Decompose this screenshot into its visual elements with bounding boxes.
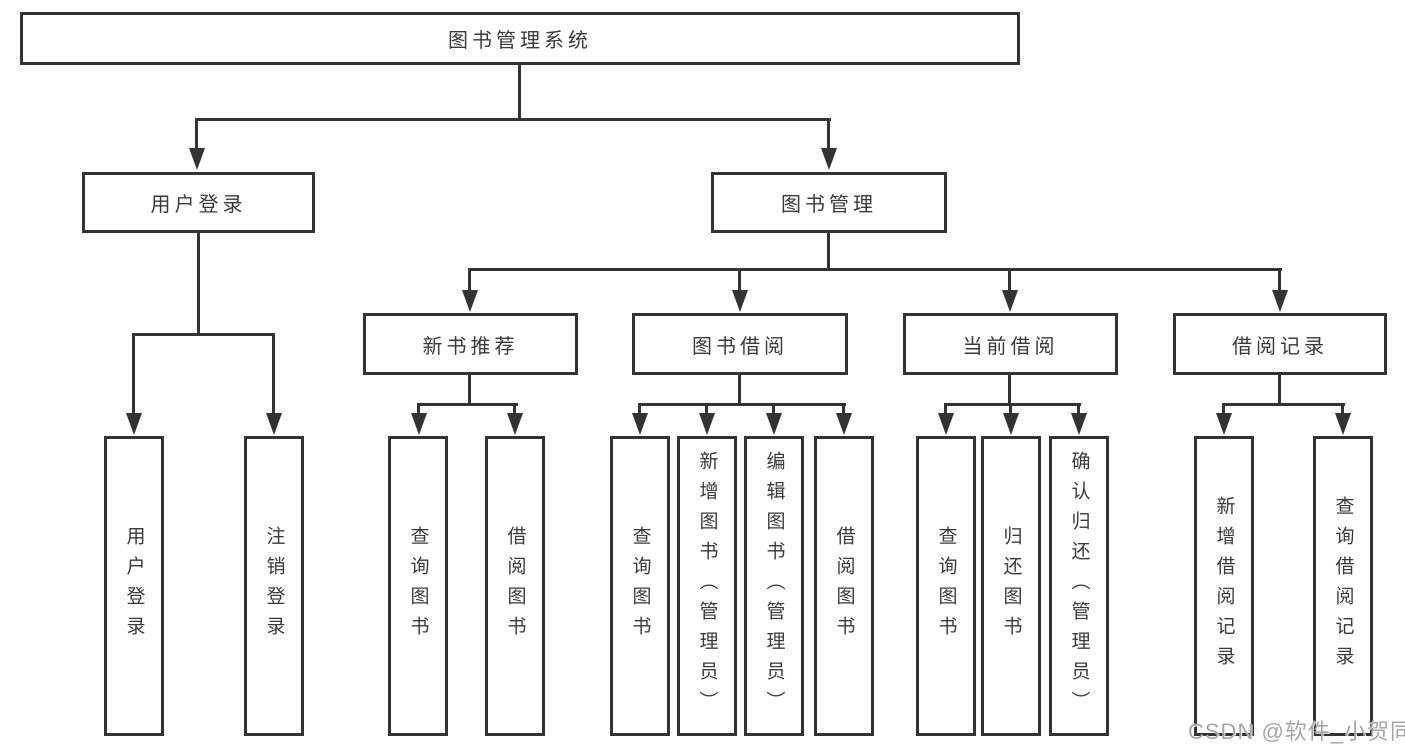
arrow-down-icon (266, 413, 282, 435)
arrow-down-icon (411, 413, 427, 435)
connector-drop-leaf (638, 403, 641, 415)
node-new-book-recommendation: 新书推荐 (363, 313, 578, 375)
connector-drop-leaf (132, 333, 135, 415)
node-label: 注销登录 (263, 526, 285, 646)
connector-drop-leaf (1222, 403, 1225, 415)
node-label: 查询图书 (407, 526, 429, 646)
arrow-down-icon (821, 148, 837, 170)
connector-book-borrowing-rail (638, 403, 846, 406)
connector-current-borrowing-rail (944, 403, 1081, 406)
connector-drop-leaf (842, 403, 845, 415)
connector-drop-leaf (772, 403, 775, 415)
arrow-down-icon (766, 413, 782, 435)
connector-drop-leaf (1341, 403, 1344, 415)
node-label: 图书管理 (781, 194, 877, 216)
leaf-add-book-admin: 新增图书（管理员） (677, 436, 737, 736)
connector-drop-leaf (944, 403, 947, 415)
node-label: 新增图书（管理员） (696, 451, 718, 721)
connector-book-management-rail (468, 268, 1282, 271)
connector-drop-book-management (827, 118, 830, 150)
node-borrowing-records: 借阅记录 (1173, 313, 1387, 375)
node-label: 新增借阅记录 (1213, 496, 1235, 676)
node-label: 确认归还（管理员） (1068, 451, 1090, 721)
arrow-down-icon (1216, 413, 1232, 435)
node-label: 借阅记录 (1232, 335, 1328, 358)
node-label: 查询图书 (935, 526, 957, 646)
leaf-borrow-books-borrowing: 借阅图书 (814, 436, 874, 736)
arrow-down-icon (1335, 413, 1351, 435)
connector-drop-level3 (468, 268, 471, 292)
node-current-borrowing: 当前借阅 (903, 313, 1118, 375)
node-label: 借阅图书 (833, 526, 855, 646)
node-label: 用户登录 (150, 194, 247, 216)
arrow-down-icon (462, 290, 478, 312)
leaf-confirm-return-admin: 确认归还（管理员） (1049, 436, 1109, 736)
connector-drop-level3 (1278, 268, 1281, 292)
arrow-down-icon (732, 290, 748, 312)
node-label: 归还图书 (1000, 526, 1022, 646)
arrow-down-icon (699, 413, 715, 435)
connector-drop-user-login (195, 118, 198, 150)
connector-root-rail (195, 118, 831, 121)
connector-current-borrowing-stem (1008, 375, 1011, 406)
connector-drop-leaf (1009, 403, 1012, 415)
node-library-management-system: 图书管理系统 (20, 12, 1020, 65)
node-label: 用户登录 (123, 526, 145, 646)
leaf-user-login: 用户登录 (104, 436, 164, 736)
arrow-down-icon (938, 413, 954, 435)
connector-new-book-stem (468, 375, 471, 406)
leaf-return-books: 归还图书 (981, 436, 1041, 736)
arrow-down-icon (1272, 290, 1288, 312)
node-user-login: 用户登录 (82, 172, 315, 233)
node-label: 图书管理系统 (448, 30, 592, 52)
node-book-management: 图书管理 (711, 172, 947, 233)
arrow-down-icon (1071, 413, 1087, 435)
connector-drop-level3 (1008, 268, 1011, 292)
connector-drop-leaf (272, 333, 275, 415)
leaf-query-books-current: 查询图书 (916, 436, 976, 736)
connector-drop-leaf (1077, 403, 1080, 415)
connector-drop-leaf (417, 403, 420, 415)
connector-drop-leaf (705, 403, 708, 415)
connector-borrowing-records-stem (1278, 375, 1281, 406)
node-label: 编辑图书（管理员） (763, 451, 785, 721)
connector-book-borrowing-stem (738, 375, 741, 406)
node-label: 图书借阅 (692, 335, 788, 358)
connector-user-login-stem (197, 233, 200, 335)
leaf-logout: 注销登录 (244, 436, 304, 736)
connector-drop-level3 (738, 268, 741, 292)
leaf-query-books-recommend: 查询图书 (388, 436, 448, 736)
node-label: 当前借阅 (962, 335, 1059, 358)
connector-new-book-rail (417, 403, 518, 406)
arrow-down-icon (507, 413, 523, 435)
leaf-add-borrow-record: 新增借阅记录 (1194, 436, 1254, 736)
node-label: 借阅图书 (504, 526, 526, 646)
connector-book-management-stem (827, 233, 830, 270)
arrow-down-icon (1003, 413, 1019, 435)
arrow-down-icon (189, 148, 205, 170)
leaf-query-books-borrowing: 查询图书 (610, 436, 670, 736)
connector-root-stem (518, 65, 521, 120)
arrow-down-icon (1002, 290, 1018, 312)
leaf-query-borrow-record: 查询借阅记录 (1313, 436, 1373, 736)
connector-borrowing-records-rail (1222, 403, 1345, 406)
arrow-down-icon (126, 413, 142, 435)
arrow-down-icon (632, 413, 648, 435)
arrow-down-icon (836, 413, 852, 435)
node-label: 新书推荐 (422, 335, 519, 358)
leaf-edit-book-admin: 编辑图书（管理员） (744, 436, 804, 736)
leaf-borrow-books-recommend: 借阅图书 (485, 436, 545, 736)
connector-user-login-rail (132, 333, 275, 336)
node-book-borrowing: 图书借阅 (632, 313, 848, 375)
node-label: 查询借阅记录 (1332, 496, 1354, 676)
node-label: 查询图书 (629, 526, 651, 646)
watermark: CSDN @软件_小贺同学 (1188, 719, 1405, 744)
connector-drop-leaf (513, 403, 516, 415)
